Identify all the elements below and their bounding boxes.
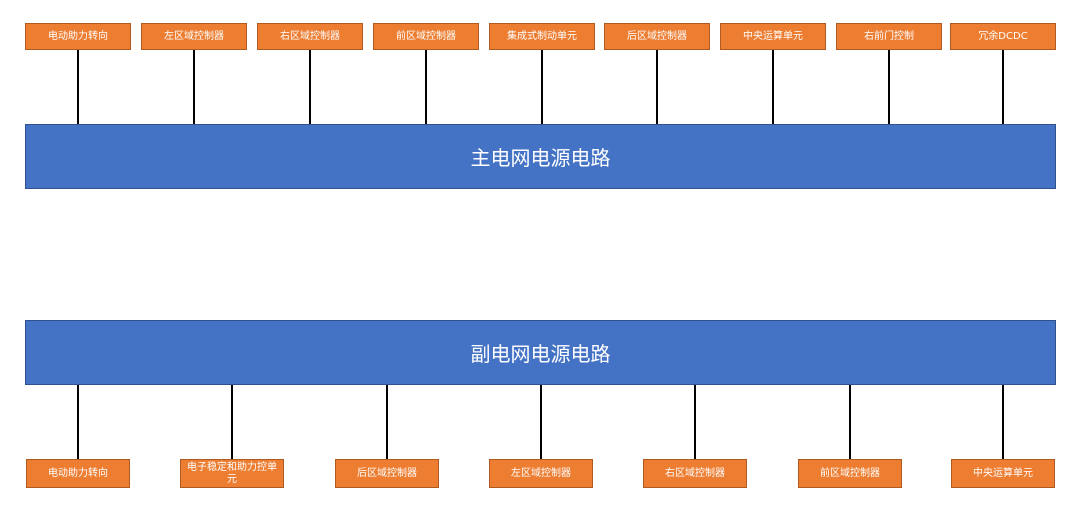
aux-component-box: 前区域控制器 — [798, 459, 902, 488]
main-connector-line — [309, 50, 311, 124]
main-component-box: 后区域控制器 — [604, 23, 710, 50]
aux-component-box: 左区域控制器 — [489, 459, 593, 488]
aux-power-bus: 副电网电源电路 — [25, 320, 1056, 385]
main-connector-line — [425, 50, 427, 124]
main-component-box: 冗余DCDC — [950, 23, 1056, 50]
aux-connector-line — [231, 385, 233, 459]
aux-component-box: 后区域控制器 — [335, 459, 439, 488]
main-connector-line — [772, 50, 774, 124]
main-connector-line — [193, 50, 195, 124]
aux-connector-line — [694, 385, 696, 459]
aux-component-box: 电动助力转向 — [26, 459, 130, 488]
main-component-box: 前区域控制器 — [373, 23, 479, 50]
aux-component-box: 电子稳定和助力控单元 — [180, 459, 284, 488]
main-component-box: 集成式制动单元 — [489, 23, 595, 50]
aux-connector-line — [77, 385, 79, 459]
main-connector-line — [888, 50, 890, 124]
main-component-box: 右前门控制 — [836, 23, 942, 50]
aux-connector-line — [1002, 385, 1004, 459]
main-component-box: 右区域控制器 — [257, 23, 363, 50]
main-component-box: 中央运算单元 — [720, 23, 826, 50]
aux-component-box: 右区域控制器 — [643, 459, 747, 488]
aux-power-bus-label: 副电网电源电路 — [470, 342, 611, 366]
main-power-bus-label: 主电网电源电路 — [470, 146, 611, 170]
main-connector-line — [541, 50, 543, 124]
main-connector-line — [77, 50, 79, 124]
main-power-bus: 主电网电源电路 — [25, 124, 1056, 189]
main-connector-line — [656, 50, 658, 124]
aux-connector-line — [540, 385, 542, 459]
aux-connector-line — [849, 385, 851, 459]
main-connector-line — [1002, 50, 1004, 124]
main-component-box: 电动助力转向 — [25, 23, 131, 50]
aux-connector-line — [386, 385, 388, 459]
aux-component-box: 中央运算单元 — [951, 459, 1055, 488]
main-component-box: 左区域控制器 — [141, 23, 247, 50]
